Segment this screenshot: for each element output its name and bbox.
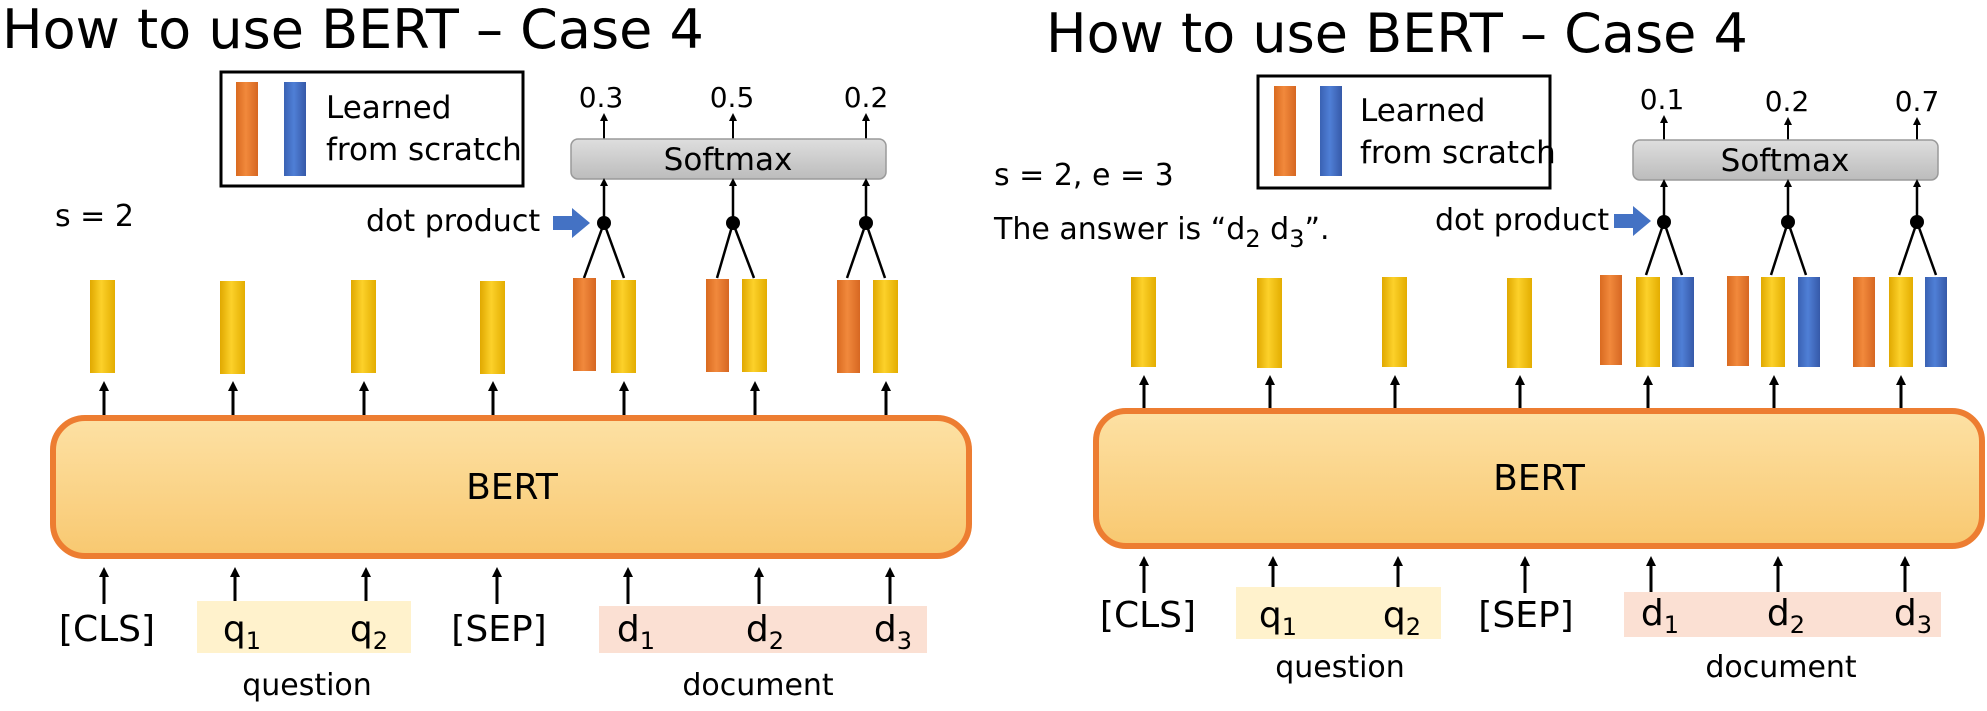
left-output-vector-q1 xyxy=(220,281,245,374)
right-output-3: 0.7 xyxy=(1895,85,1940,118)
left-input-arrows xyxy=(99,567,895,604)
right-softmax-label: Softmax xyxy=(1721,143,1850,179)
left-softmax-label: Softmax xyxy=(664,142,793,178)
right-token-q2: q2 xyxy=(1383,595,1421,641)
right-legend: Learned from scratch xyxy=(1256,74,1556,190)
left-output-vector-q2 xyxy=(351,280,376,373)
left-output-vector-sep xyxy=(480,281,505,374)
left-start-vector-d2 xyxy=(706,279,729,372)
left-legend-orange-vector xyxy=(236,82,258,176)
left-question-highlight xyxy=(197,601,411,653)
left-output-2: 0.5 xyxy=(710,81,755,114)
right-note-answer: The answer is “d2 d3”. xyxy=(993,212,1330,253)
right-end-vector-d1 xyxy=(1672,277,1694,367)
right-bert-block xyxy=(1093,408,1985,549)
left-token-q1: q1 xyxy=(223,609,261,655)
right-dot-node-1 xyxy=(1657,215,1671,229)
right-token-q1: q1 xyxy=(1259,595,1297,641)
left-note: s = 2 xyxy=(55,199,134,234)
right-legend-line1: Learned xyxy=(1360,93,1485,129)
right-output-vector-cls xyxy=(1131,277,1156,367)
right-question-highlight xyxy=(1236,587,1441,639)
right-start-vector-d2 xyxy=(1727,276,1749,366)
right-note-start-end: s = 2, e = 3 xyxy=(994,158,1174,193)
right-start-vector-d3 xyxy=(1853,277,1875,367)
left-legend-box xyxy=(219,70,525,188)
left-token-d3: d3 xyxy=(874,609,912,655)
left-document-label: document xyxy=(682,668,834,703)
right-token-sep: [SEP] xyxy=(1478,595,1573,636)
left-token-cls: [CLS] xyxy=(59,609,155,650)
left-start-vector-d1 xyxy=(573,278,596,371)
left-dot-product-pointer-arrow xyxy=(553,208,590,238)
right-start-vector-d1 xyxy=(1600,275,1622,365)
right-output-vector-d1 xyxy=(1636,277,1660,367)
right-legend-box xyxy=(1256,74,1552,190)
left-document-highlight xyxy=(599,606,927,653)
left-bert-output-arrows xyxy=(99,381,891,415)
right-token-d3: d3 xyxy=(1894,593,1932,639)
left-legend-blue-vector xyxy=(284,82,306,176)
right-output-vector-d3 xyxy=(1889,277,1913,367)
left-dot-node-1 xyxy=(597,216,611,230)
left-token-d2: d2 xyxy=(746,609,784,655)
left-legend-line2: from scratch xyxy=(326,132,522,168)
right-output-vector-q2 xyxy=(1382,277,1407,367)
right-dot-node-2 xyxy=(1781,215,1795,229)
right-output-vector-sep xyxy=(1507,278,1532,368)
right-legend-blue-vector xyxy=(1320,86,1342,176)
left-output-vector-d1 xyxy=(611,280,636,373)
right-token-d1: d1 xyxy=(1641,593,1679,639)
left-panel: How to use BERT – Case 4 Learned from sc… xyxy=(2,0,972,703)
right-document-label: document xyxy=(1705,650,1857,685)
left-output-3: 0.2 xyxy=(844,81,889,114)
left-start-vector-d3 xyxy=(837,280,860,373)
left-bert-label: BERT xyxy=(466,467,559,508)
right-token-d2: d2 xyxy=(1767,593,1805,639)
right-dot-lines xyxy=(1644,221,1938,276)
right-dot-product-label: dot product xyxy=(1435,203,1609,238)
left-dot-product-label: dot product xyxy=(366,204,540,239)
right-end-vector-d2 xyxy=(1798,277,1820,367)
left-output-1: 0.3 xyxy=(579,81,624,114)
right-document-highlight xyxy=(1624,592,1941,637)
left-output-vector-d2 xyxy=(742,279,767,372)
right-title: How to use BERT – Case 4 xyxy=(1046,2,1748,65)
left-title: How to use BERT – Case 4 xyxy=(2,0,704,61)
left-token-d1: d1 xyxy=(617,609,655,655)
right-end-vector-d3 xyxy=(1925,277,1947,367)
left-output-vector-d3 xyxy=(873,280,898,373)
right-dot-node-3 xyxy=(1910,215,1924,229)
right-output-2: 0.2 xyxy=(1765,85,1810,118)
left-output-vector-cls xyxy=(90,280,115,373)
left-dot-lines xyxy=(582,222,887,279)
right-output-1: 0.1 xyxy=(1640,83,1685,116)
right-output-vector-d2 xyxy=(1761,277,1785,367)
right-token-cls: [CLS] xyxy=(1100,595,1196,636)
left-question-label: question xyxy=(242,668,372,703)
right-panel: How to use BERT – Case 4 Learned from sc… xyxy=(993,2,1985,685)
left-legend-line1: Learned xyxy=(326,90,451,126)
right-bert-label: BERT xyxy=(1493,458,1586,499)
right-input-arrows xyxy=(1139,556,1910,593)
right-legend-line2: from scratch xyxy=(1360,135,1556,171)
right-legend-orange-vector xyxy=(1274,86,1296,176)
right-bert-output-arrows xyxy=(1139,375,1906,408)
left-bert-block xyxy=(50,415,972,559)
left-dot-node-2 xyxy=(726,216,740,230)
left-token-q2: q2 xyxy=(350,609,388,655)
left-dot-node-3 xyxy=(859,216,873,230)
left-token-sep: [SEP] xyxy=(451,609,546,650)
right-output-vector-q1 xyxy=(1257,278,1282,368)
left-legend: Learned from scratch xyxy=(219,70,525,188)
right-dot-product-pointer-arrow xyxy=(1614,206,1651,236)
right-question-label: question xyxy=(1275,650,1405,685)
left-softmax-box xyxy=(570,138,887,180)
